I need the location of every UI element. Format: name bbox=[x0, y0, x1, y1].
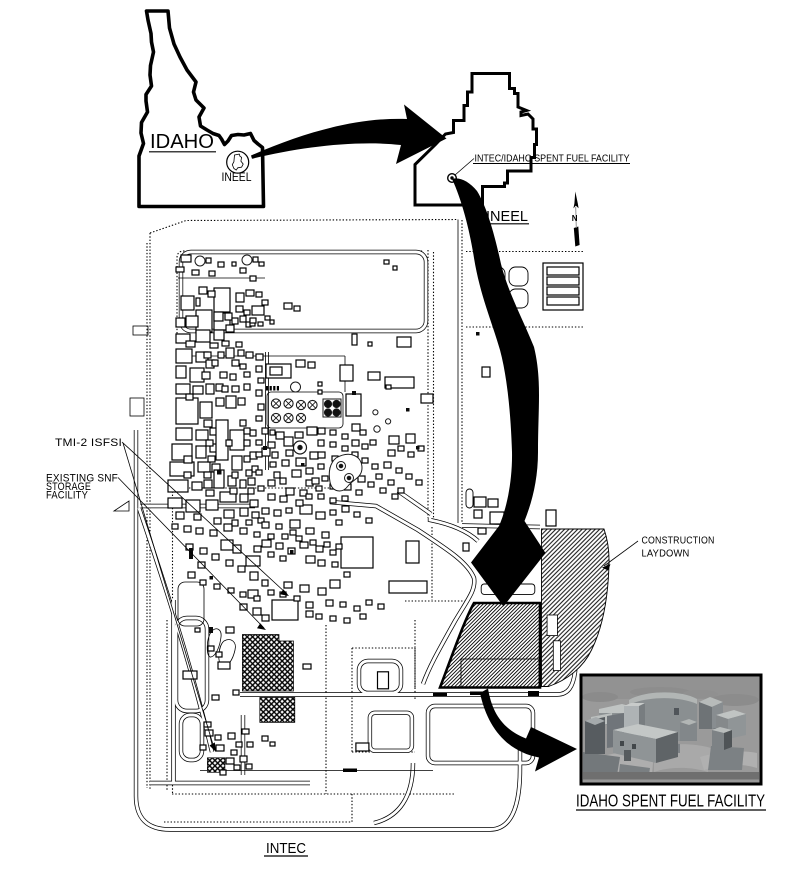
svg-text:INTEC/IDAHO SPENT FUEL FACILIT: INTEC/IDAHO SPENT FUEL FACILITY bbox=[475, 154, 630, 165]
svg-text:TMI-2 ISFSI: TMI-2 ISFSI bbox=[55, 437, 122, 449]
svg-text:CONSTRUCTION: CONSTRUCTION bbox=[642, 536, 715, 547]
svg-text:STORAGE: STORAGE bbox=[46, 481, 91, 493]
svg-text:INEEL: INEEL bbox=[222, 172, 253, 184]
svg-text:INEEL: INEEL bbox=[486, 209, 528, 225]
svg-text:IDAHO: IDAHO bbox=[150, 131, 214, 153]
svg-text:EXISTING SNF: EXISTING SNF bbox=[46, 473, 118, 485]
svg-text:IDAHO SPENT FUEL FACILITY: IDAHO SPENT FUEL FACILITY bbox=[576, 791, 765, 811]
svg-text:LAYDOWN: LAYDOWN bbox=[642, 549, 690, 560]
svg-text:N: N bbox=[572, 214, 578, 223]
svg-text:INTEC: INTEC bbox=[266, 840, 306, 857]
svg-text:FACILITY: FACILITY bbox=[46, 490, 88, 502]
